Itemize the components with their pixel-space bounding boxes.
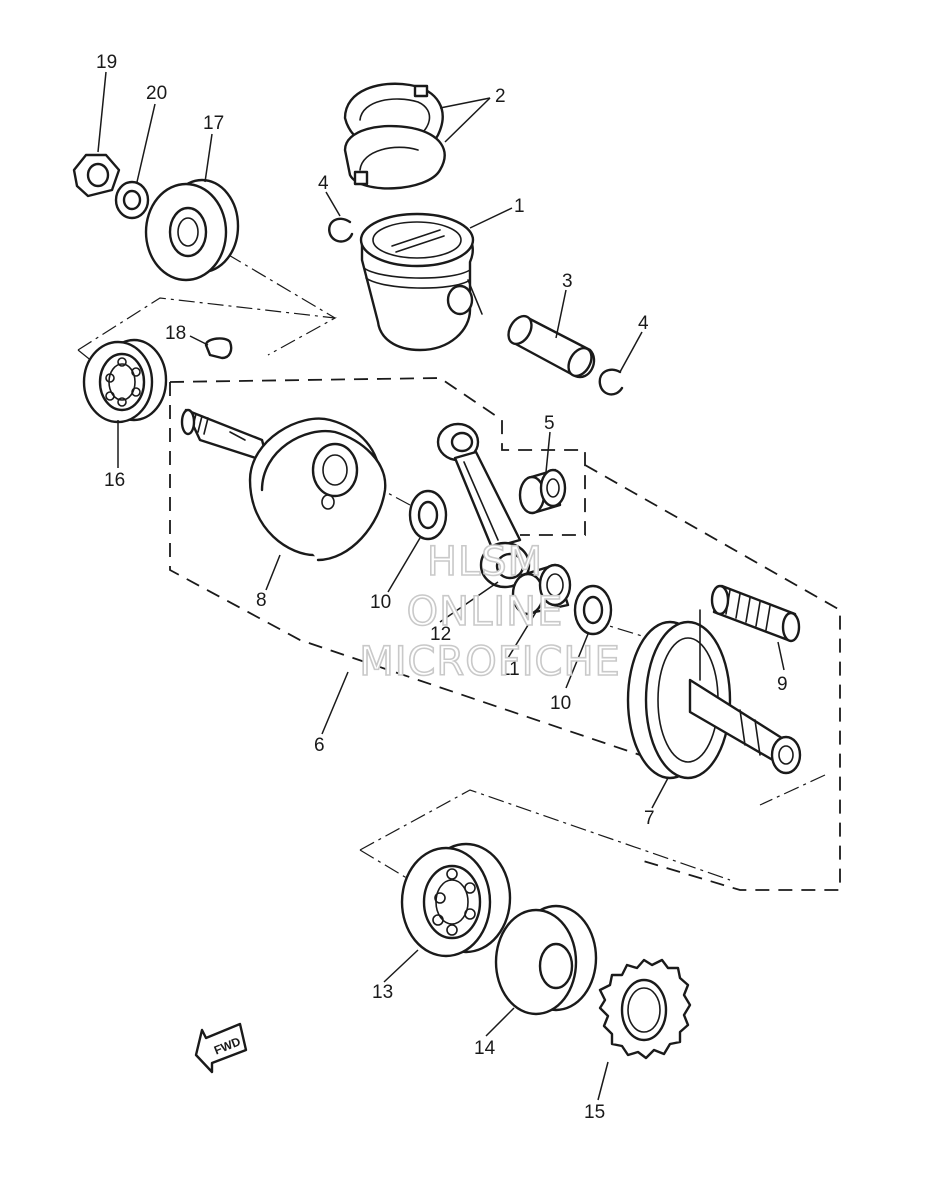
callout-6: 6 [314,735,325,756]
callout-10-left: 10 [370,592,391,613]
callout-2: 2 [495,86,506,107]
connecting-rod-part [436,422,531,589]
woodruff-key-part [204,337,233,360]
crank-left-part [180,408,387,562]
callout-16: 16 [104,470,125,491]
watermark-line-1: HLSM [427,539,543,585]
callout-5: 5 [544,413,555,434]
callout-14: 14 [474,1038,496,1059]
callout-9: 9 [777,674,788,695]
callout-8: 8 [256,590,267,611]
primary-gear-part [598,958,692,1060]
callout-12: 12 [430,624,451,645]
watermark: HLSM ONLINE MICROFICHE [358,538,621,686]
watermark-line-3: MICROFICHE [359,639,621,685]
piston-pin-part [507,314,596,379]
callout-20: 20 [146,83,167,104]
piston-part [359,212,483,352]
needle-bearing-small-part [518,468,567,515]
oil-seal-right-part [494,904,598,1016]
crank-right-part [626,609,802,780]
callout-19: 19 [96,52,117,73]
oil-seal-part [144,178,240,282]
callout-7: 7 [644,808,655,829]
circlip-part-2 [598,368,624,396]
assembly-boundary-lines [77,253,841,891]
callout-labels: 19 20 17 2 4 1 3 4 18 16 5 8 10 12 11 10… [96,52,788,1123]
callout-13: 13 [372,982,393,1003]
thrust-washer-part-2 [573,584,613,636]
needle-bearing-large-part [511,563,572,616]
piston-rings-part [343,82,446,190]
callout-11: 11 [500,659,520,680]
crank-pin-part [710,584,801,643]
callout-17: 17 [203,113,224,134]
leader-lines [97,71,785,1101]
lock-washer-part [114,180,150,220]
fwd-arrow-icon: FWD [194,1022,248,1074]
callout-15: 15 [584,1102,605,1123]
bearing-part [82,338,168,424]
callout-4-top: 4 [318,173,329,194]
callout-4-right: 4 [638,313,649,334]
circlip-part [328,217,354,243]
callout-3: 3 [562,271,573,292]
nut-part [72,153,121,198]
watermark-line-2: ONLINE [407,589,564,635]
thrust-washer-part [408,489,448,541]
callout-18: 18 [165,323,186,344]
callout-10-right: 10 [550,693,571,714]
callout-1: 1 [514,196,525,217]
bearing-right-part [400,842,512,958]
